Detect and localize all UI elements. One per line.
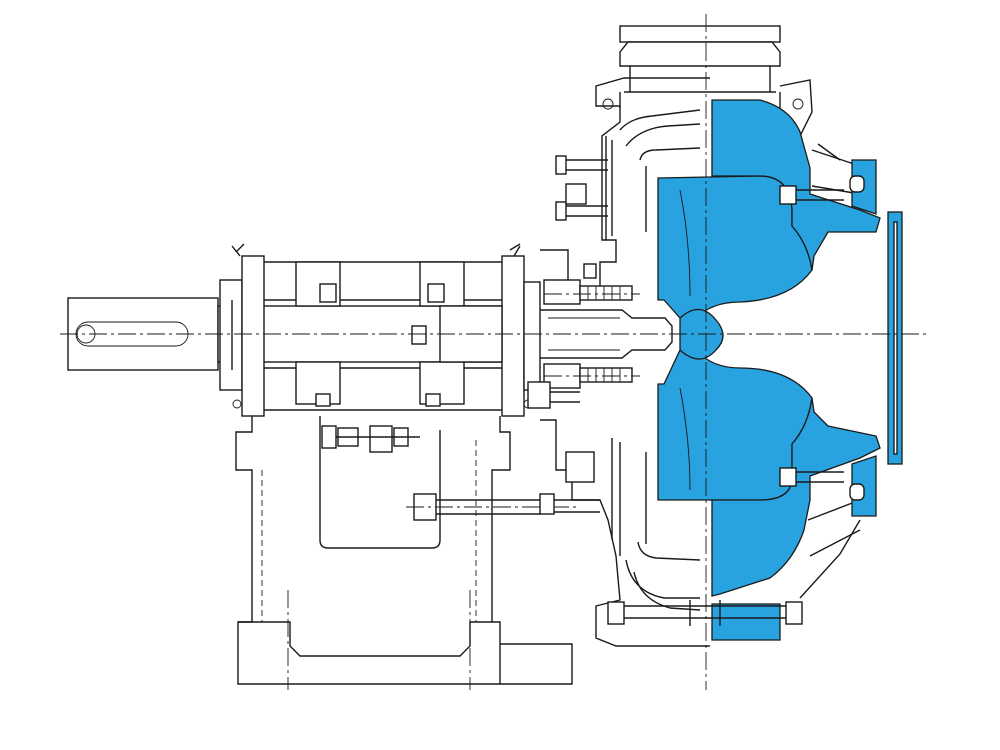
casing-shell-bottom-inner bbox=[625, 559, 700, 599]
nut-lower-left bbox=[315, 393, 331, 407]
packing-rings-upper bbox=[587, 286, 621, 300]
bearing-housing-flange-left bbox=[241, 255, 265, 417]
lifting-hole-right bbox=[792, 98, 804, 110]
discharge-flange bbox=[619, 41, 781, 67]
pedestal-outline bbox=[235, 416, 511, 685]
frame-plate-wall-upper bbox=[605, 136, 613, 240]
casing-bolts bbox=[607, 600, 803, 626]
lifting-hole-left bbox=[602, 98, 614, 110]
casing-shell-top bbox=[619, 109, 701, 131]
nut-center bbox=[411, 325, 427, 345]
casing-bolt-nut-right bbox=[785, 601, 803, 625]
drain-plug-left bbox=[232, 399, 242, 409]
liner-bolt-upper bbox=[796, 189, 844, 201]
pedestal-hidden-lines bbox=[261, 440, 477, 622]
intake-bolt-lower bbox=[849, 483, 865, 501]
discharge-flange-top bbox=[619, 25, 781, 43]
liner-bolt-nut-upper bbox=[779, 185, 797, 205]
nut-lower-right bbox=[425, 393, 441, 407]
bearing-housing-flange-right bbox=[501, 255, 525, 417]
cover-upper-outline bbox=[779, 79, 813, 141]
clamp-bolt-shank bbox=[436, 499, 540, 515]
adjust-bracket bbox=[369, 425, 393, 453]
stud-1 bbox=[566, 159, 608, 171]
volute-upper-lip bbox=[639, 147, 701, 161]
frame-boss-upper bbox=[565, 183, 587, 205]
packing-lower bbox=[579, 367, 633, 383]
casing-bolt-shank bbox=[624, 605, 790, 619]
frame-plate-wall-lower bbox=[611, 438, 621, 556]
grease-nipple-left bbox=[231, 243, 245, 257]
liner-bolt-nut-lower bbox=[779, 467, 797, 487]
wet-end-liner bbox=[657, 99, 903, 641]
lower-boss bbox=[565, 451, 595, 483]
stud-nut-1 bbox=[555, 155, 567, 175]
gland-upper bbox=[543, 279, 581, 305]
frame-plate bbox=[527, 77, 710, 647]
bearing-assembly bbox=[219, 243, 541, 417]
lower-stud bbox=[554, 499, 600, 513]
impeller-vanes bbox=[679, 189, 691, 491]
grease-nipple-right bbox=[509, 243, 521, 257]
casing-bolt-nut-left bbox=[607, 601, 625, 625]
end-cover-pump bbox=[523, 281, 541, 391]
centerlines bbox=[60, 14, 930, 690]
stud-2 bbox=[566, 205, 608, 217]
casing-shell-top-inner bbox=[625, 123, 701, 147]
volute-lower-lip bbox=[637, 541, 701, 561]
volute-liner-lower bbox=[711, 397, 881, 597]
neck-side bbox=[619, 92, 781, 108]
packing-rings-lower bbox=[587, 368, 621, 382]
gland-stud-nut bbox=[583, 263, 597, 279]
gland-bolt bbox=[550, 391, 580, 403]
pedestal-base bbox=[235, 416, 580, 690]
gland-bolt-nut bbox=[527, 381, 551, 409]
foundation-bolt-centerlines bbox=[287, 590, 471, 690]
lower-stud-nut bbox=[539, 493, 555, 515]
stud-centerlines bbox=[544, 293, 640, 377]
volute-liner-upper bbox=[711, 99, 881, 271]
pedestal-inner-pocket bbox=[319, 416, 441, 549]
base-foot-pocket bbox=[238, 621, 492, 657]
sleeve-edges bbox=[548, 317, 620, 351]
intake-bolt-upper bbox=[849, 175, 865, 193]
intake-gasket-bore bbox=[893, 221, 898, 455]
nut-upper-left bbox=[319, 283, 337, 303]
stud-nut-2 bbox=[555, 201, 567, 221]
casing-bolt-boss bbox=[689, 600, 721, 626]
casing-shell-bottom bbox=[633, 571, 701, 611]
packing-upper bbox=[579, 285, 633, 301]
liner-lower-lip bbox=[711, 603, 781, 641]
cover-upper-taper bbox=[817, 143, 841, 161]
end-cover-drive bbox=[219, 279, 243, 391]
base-foot-extension bbox=[500, 643, 573, 685]
cover-lower-outline bbox=[799, 519, 861, 599]
bearing-lower-left bbox=[295, 361, 341, 405]
frame-plate-lower-outline bbox=[540, 419, 710, 647]
nut-upper-right bbox=[427, 283, 445, 303]
liner-bolt-lower bbox=[796, 471, 844, 483]
discharge-neck-walls bbox=[624, 66, 776, 93]
adjust-nut-left bbox=[321, 425, 337, 449]
discharge-neck bbox=[619, 25, 813, 141]
